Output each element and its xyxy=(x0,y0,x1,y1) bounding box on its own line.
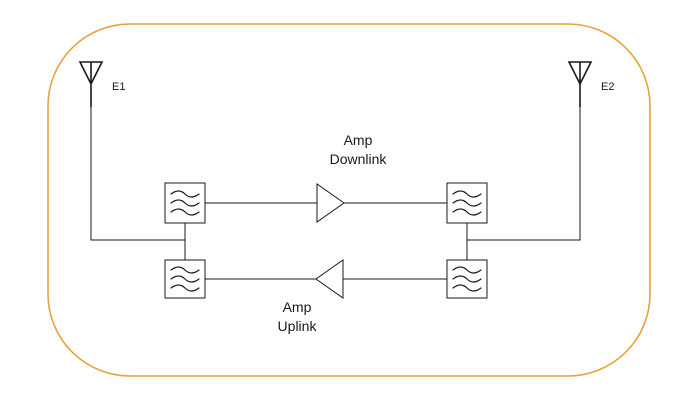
antenna-label-e1: E1 xyxy=(112,81,125,93)
antenna-label-e2: E2 xyxy=(601,81,614,93)
wiring xyxy=(90,107,581,280)
amplifier-triangle-icon-downlink xyxy=(316,183,345,223)
bandpass-filter-icon-downlink-right xyxy=(446,182,488,224)
enclosure-boundary xyxy=(47,23,651,377)
uplink-amp-label: Amp xyxy=(283,299,312,315)
amplifier-triangle-icon-uplink xyxy=(315,259,344,299)
bandpass-filter-icon-uplink-right xyxy=(446,259,488,299)
downlink-direction-label: Downlink xyxy=(330,151,388,167)
antenna-icon-left xyxy=(78,61,104,107)
uplink-direction-label: Uplink xyxy=(278,318,318,334)
bandpass-filter-icon-uplink-left xyxy=(164,259,206,299)
downlink-amp-label: Amp xyxy=(344,132,373,148)
bandpass-filter-icon-downlink-left xyxy=(164,182,206,224)
antenna-icon-right xyxy=(567,61,593,107)
